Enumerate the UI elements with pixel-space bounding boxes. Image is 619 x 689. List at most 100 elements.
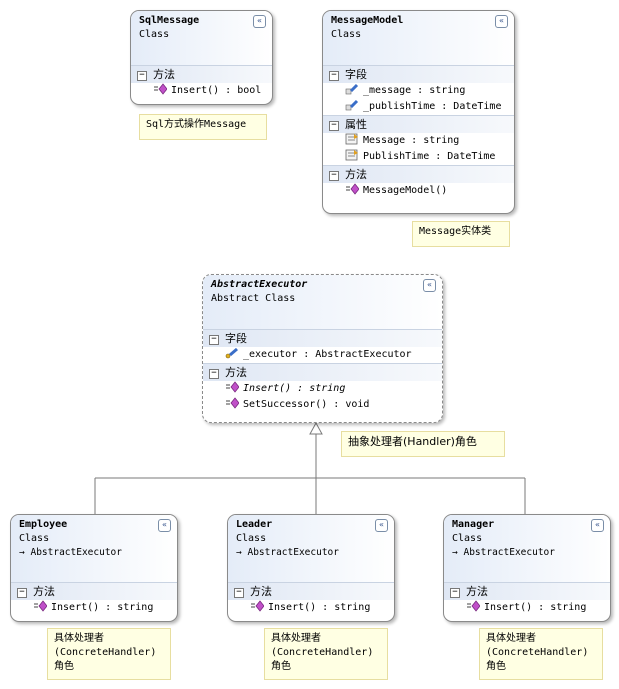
minus-icon[interactable]: − [17,588,27,598]
property-icon [345,149,358,161]
property-row[interactable]: Message : string [323,133,514,149]
note-sql: Sql方式操作Message [139,114,267,140]
field-icon [345,99,359,111]
base-class-name: AbstractExecutor [463,547,555,558]
section-label: 属性 [345,118,367,131]
class-stereotype: Class [236,533,267,544]
minus-icon[interactable]: − [329,171,339,181]
note-concrete-employee: 具体处理者 (ConcreteHandler) 角色 [47,628,171,680]
note-line: 角色 [54,661,74,672]
class-sqlmessage[interactable]: SqlMessage Class « −方法 Insert() : bool [130,10,273,105]
method-row[interactable]: Insert() : string [444,600,610,616]
class-manager[interactable]: Manager Class → AbstractExecutor « −方法 I… [443,514,611,622]
method-row[interactable]: Insert() : string [11,600,177,616]
class-stereotype: Class [331,29,362,40]
minus-icon[interactable]: − [450,588,460,598]
note-concrete-manager: 具体处理者 (ConcreteHandler) 角色 [479,628,603,680]
field-signature: _message : string [363,85,466,96]
note-line: (ConcreteHandler) [271,647,374,658]
arrow-icon: → [452,547,458,558]
method-signature: SetSuccessor() : void [243,399,370,410]
method-icon [226,397,239,409]
note-line: 具体处理者 [54,633,104,644]
methods-section[interactable]: −方法 [228,582,394,600]
class-name: Manager [452,519,495,530]
field-signature: _executor : AbstractExecutor [243,349,412,360]
method-icon [467,600,480,612]
collapse-icon[interactable]: « [375,519,388,532]
minus-icon[interactable]: − [209,369,219,379]
note-text: Message实体类 [419,226,492,237]
section-label: 字段 [345,68,367,81]
field-icon [225,347,238,359]
collapse-icon[interactable]: « [253,15,266,28]
note-text: 抽象处理者(Handler)角色 [348,435,477,448]
method-signature: Insert() : string [484,602,587,613]
section-label: 方法 [250,585,272,598]
field-row[interactable]: _message : string [323,83,514,99]
note-line: 具体处理者 [271,633,321,644]
properties-section[interactable]: −属性 [323,115,514,133]
note-line: 角色 [271,661,291,672]
method-icon [34,600,47,612]
minus-icon[interactable]: − [329,121,339,131]
property-signature: Message : string [363,135,460,146]
class-stereotype: Class [19,533,50,544]
method-signature: Insert() : string [243,383,346,394]
class-name: Employee [19,519,68,530]
method-signature: MessageModel() [363,185,448,196]
section-label: 字段 [225,332,247,345]
method-signature: Insert() : string [268,602,371,613]
fields-section[interactable]: −字段 [203,329,442,347]
field-row[interactable]: _executor : AbstractExecutor [203,347,442,363]
base-class-name: AbstractExecutor [247,547,339,558]
section-label: 方法 [153,68,175,81]
methods-section[interactable]: −方法 [323,165,514,183]
class-leader[interactable]: Leader Class → AbstractExecutor « −方法 In… [227,514,395,622]
section-label: 方法 [33,585,55,598]
methods-section[interactable]: −方法 [131,65,272,83]
method-row[interactable]: Insert() : bool [131,83,272,99]
method-signature: Insert() : string [51,602,154,613]
field-row[interactable]: _publishTime : DateTime [323,99,514,115]
methods-section[interactable]: −方法 [11,582,177,600]
method-signature: Insert() : bool [171,85,262,96]
method-icon [346,183,359,195]
method-row[interactable]: MessageModel() [323,183,514,199]
method-row[interactable]: Insert() : string [228,600,394,616]
minus-icon[interactable]: − [234,588,244,598]
note-line: (ConcreteHandler) [486,647,589,658]
method-icon [226,381,239,393]
collapse-icon[interactable]: « [495,15,508,28]
note-line: 角色 [486,661,506,672]
arrow-icon: → [236,547,242,558]
collapse-icon[interactable]: « [158,519,171,532]
minus-icon[interactable]: − [329,71,339,81]
note-text: Sql方式操作Message [146,119,247,130]
class-name: AbstractExecutor [211,279,308,290]
class-name: Leader [236,519,273,530]
property-row[interactable]: PublishTime : DateTime [323,149,514,165]
property-icon [345,133,358,145]
class-messagemodel[interactable]: MessageModel Class « −字段 _message : stri… [322,10,515,214]
section-label: 方法 [225,366,247,379]
minus-icon[interactable]: − [137,71,147,81]
fields-section[interactable]: −字段 [323,65,514,83]
field-signature: _publishTime : DateTime [363,101,502,112]
collapse-icon[interactable]: « [591,519,604,532]
methods-section[interactable]: −方法 [203,363,442,381]
methods-section[interactable]: −方法 [444,582,610,600]
method-icon [154,83,167,95]
class-name: SqlMessage [139,15,200,26]
method-row[interactable]: Insert() : string [203,381,442,397]
method-row[interactable]: SetSuccessor() : void [203,397,442,413]
arrow-icon: → [19,547,25,558]
class-employee[interactable]: Employee Class → AbstractExecutor « −方法 … [10,514,178,622]
class-abstractexecutor[interactable]: AbstractExecutor Abstract Class « −字段 _e… [202,274,443,423]
note-abstract: 抽象处理者(Handler)角色 [341,431,505,457]
class-name: MessageModel [331,15,404,26]
field-icon [345,83,359,95]
collapse-icon[interactable]: « [423,279,436,292]
minus-icon[interactable]: − [209,335,219,345]
